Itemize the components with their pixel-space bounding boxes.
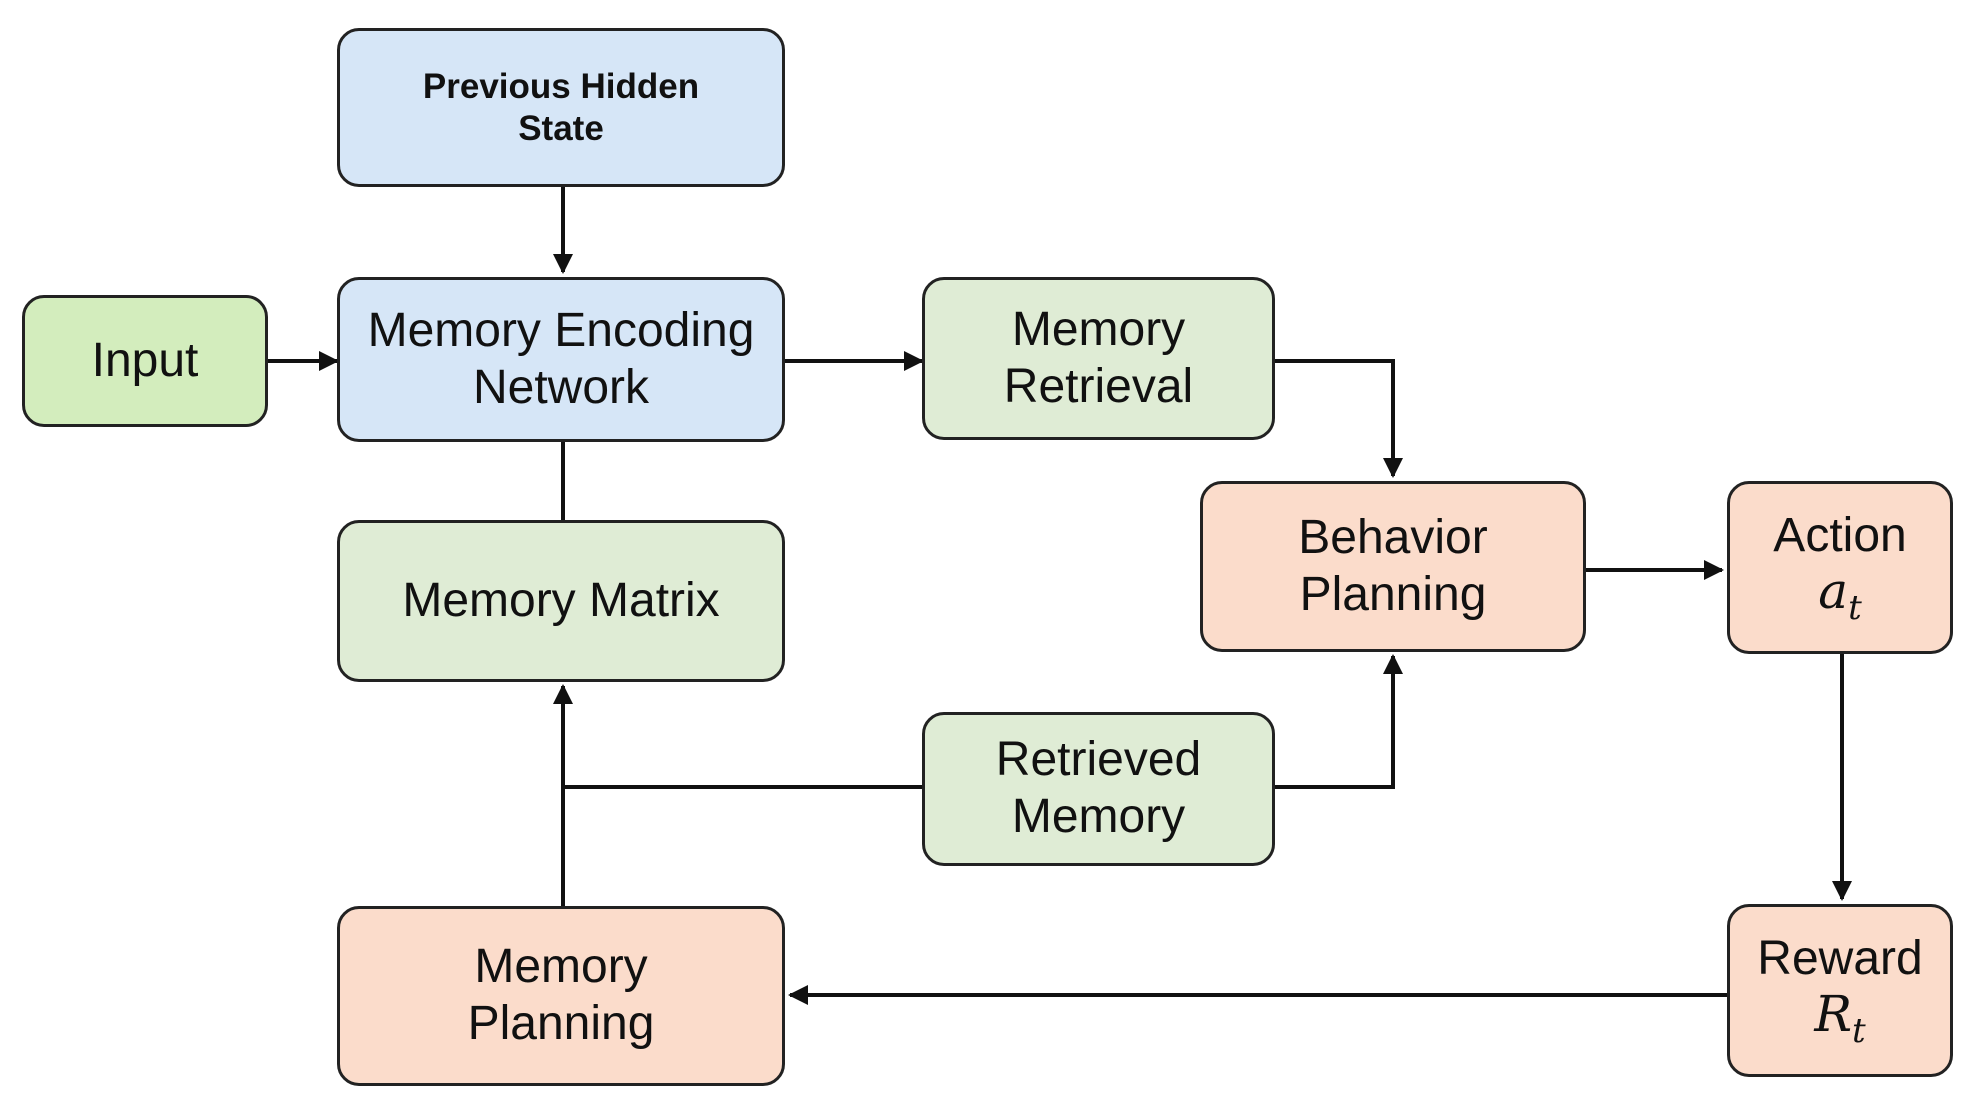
behavior-planning-label: Behavior Planning — [1298, 510, 1488, 621]
memory-retrieval-label: Memory Retrieval — [1003, 302, 1194, 413]
reward-symbol: Rt — [1814, 984, 1866, 1051]
behavior-planning-node: Behavior Planning — [1200, 481, 1586, 652]
memory-encoding-network-node: Memory Encoding Network — [337, 277, 785, 442]
memory-matrix-node: Memory Matrix — [337, 520, 785, 682]
memory-retrieval-node: Memory Retrieval — [922, 277, 1275, 440]
previous-hidden-state-label: Previous Hidden State — [422, 67, 700, 148]
memory-encoding-network-label: Memory Encoding Network — [367, 303, 755, 414]
memory-planning-label: Memory Planning — [467, 940, 655, 1050]
input-label: Input — [91, 333, 199, 387]
action-node: Action at — [1727, 481, 1953, 654]
previous-hidden-state-node: Previous Hidden State — [337, 28, 785, 187]
action-label: Action — [1773, 509, 1907, 563]
memory-planning-node: Memory Planning — [337, 906, 785, 1086]
retrieved-memory-node: Retrieved Memory — [922, 712, 1275, 866]
reward-label: Reward — [1757, 932, 1923, 986]
input-node: Input — [22, 295, 268, 427]
memory-matrix-label: Memory Matrix — [402, 573, 720, 627]
retrieved-memory-label: Retrieved Memory — [995, 733, 1202, 843]
reward-node: Reward Rt — [1727, 904, 1953, 1077]
action-symbol: at — [1818, 561, 1862, 628]
edge-retrieved-to-behavior — [1275, 654, 1403, 789]
edge-retrieval-to-behavior — [1275, 359, 1403, 478]
